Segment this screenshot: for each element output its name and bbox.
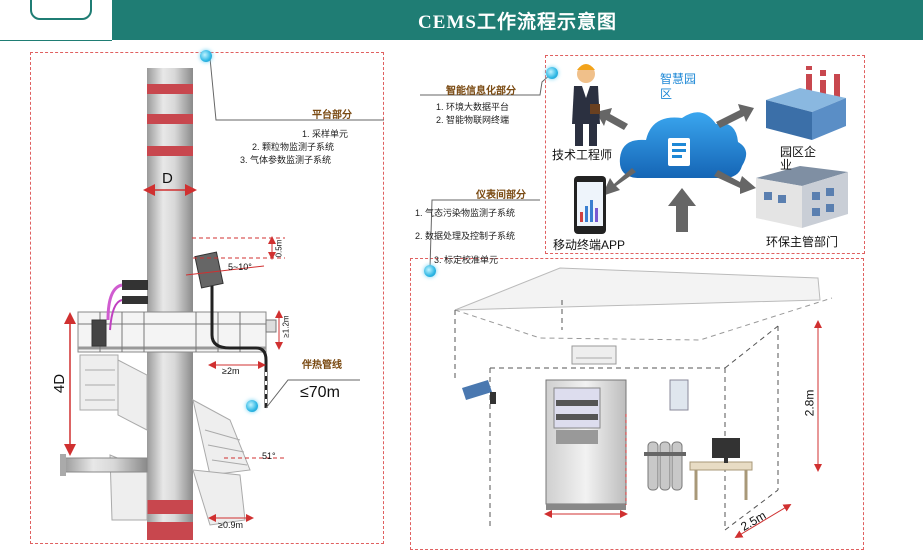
info-marker xyxy=(546,67,558,79)
dist-2-label: ≥2m xyxy=(222,366,240,376)
room-height-label: 2.8m xyxy=(802,389,817,417)
chimney xyxy=(147,68,193,540)
cctv-camera xyxy=(462,380,496,404)
cloud-frame xyxy=(545,55,865,254)
engineer-figure xyxy=(572,64,600,146)
leader-lines xyxy=(209,57,553,409)
instrument-heading: 仪表间部分 xyxy=(476,190,526,201)
room-dimensions xyxy=(544,320,822,539)
angle-label: 5~10° xyxy=(228,262,252,272)
platform-marker xyxy=(200,50,212,62)
wall-ac-unit xyxy=(571,345,617,365)
enterprise-factory xyxy=(766,66,846,140)
instrument-item: 2. 数据处理及控制子系统 xyxy=(415,231,516,241)
dist-12-label: ≥1.2m xyxy=(281,315,291,338)
enterprise-label: 园区企业 xyxy=(780,145,817,172)
instrument-item: 3. 标定校准单元 xyxy=(434,255,499,265)
mobile-label: 移动终端APP xyxy=(553,238,626,252)
authority-building xyxy=(756,166,848,228)
dist-09-label: ≥0.9m xyxy=(218,520,243,530)
four-d-label: 4D xyxy=(51,373,69,394)
angle-51-label: 51° xyxy=(262,451,276,461)
info-item: 2. 智能物联网终端 xyxy=(436,115,510,125)
heat-line-marker xyxy=(246,400,258,412)
wall-panel xyxy=(669,379,689,411)
authority-label: 环保主管部门 xyxy=(766,235,839,249)
sampling-probe xyxy=(106,280,148,331)
cloud-label: 智慧园区 xyxy=(660,72,697,101)
engineer-label: 技术工程师 xyxy=(552,148,613,162)
header-rule xyxy=(0,40,112,41)
platform-item: 1. 采样单元 xyxy=(302,129,349,139)
dist-05-label: 0.5m xyxy=(274,239,284,258)
title-banner: CEMS工作流程示意图 xyxy=(112,0,923,40)
cloud-platform xyxy=(619,112,747,179)
info-item: 1. 环境大数据平台 xyxy=(436,102,510,112)
stack-dimensions xyxy=(64,236,285,522)
platform-item: 3. 气体参数监测子系统 xyxy=(240,155,332,165)
gas-cylinders xyxy=(644,441,686,491)
corner-tab xyxy=(30,0,92,20)
horizontal-flue xyxy=(60,454,148,476)
heat-trace-line xyxy=(194,251,268,408)
platform-item: 2. 颗粒物监测子系统 xyxy=(252,142,335,152)
page-title: CEMS工作流程示意图 xyxy=(418,11,617,33)
instrument-room xyxy=(454,267,833,531)
length-limit-label: ≤70m xyxy=(300,384,340,401)
diameter-label: D xyxy=(162,170,173,187)
analyzer-cabinet xyxy=(545,379,627,510)
mobile-phone xyxy=(574,176,606,234)
cloud-arrows xyxy=(596,104,756,232)
info-heading: 智能信息化部分 xyxy=(446,86,516,97)
instrument-item: 1. 气态污染物监测子系统 xyxy=(415,208,516,218)
heat-line-label: 伴热管线 xyxy=(302,360,342,371)
platform-heading: 平台部分 xyxy=(312,110,352,121)
instrument-marker xyxy=(424,265,436,277)
desk-computer xyxy=(689,438,753,500)
